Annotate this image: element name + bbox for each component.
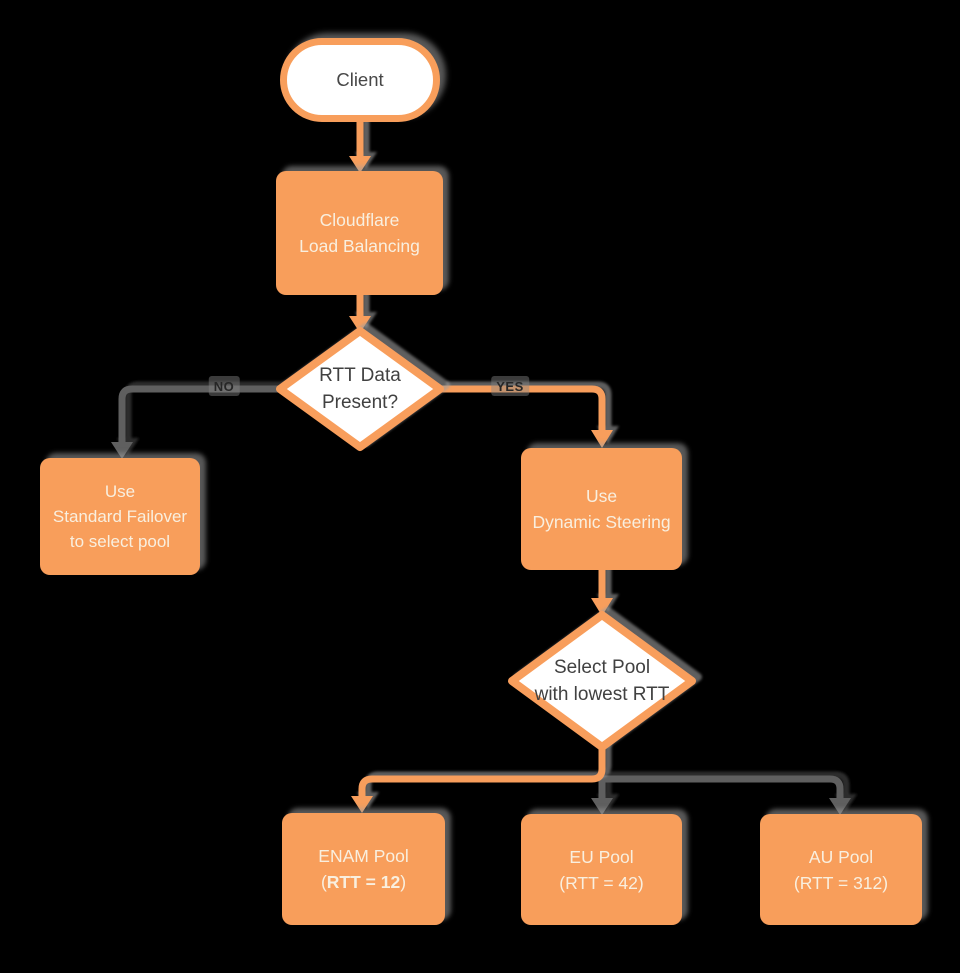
client-label: Client [336,69,384,90]
standard-failover-line3: to select pool [69,532,171,551]
rtt-decision-diamond [276,327,444,451]
arrowhead-eu-pool [591,798,613,815]
enam-rtt-value: RTT = 12 [326,872,401,892]
decision-diamonds [276,327,696,751]
arrowhead-dynamic-steering [591,430,613,448]
select-pool-diamond [508,611,696,751]
enam-pool-rtt: (RTT = 12) [321,869,406,895]
load-balancing-node: Cloudflare Load Balancing [276,171,443,295]
edge-yes-branch [440,385,606,430]
au-pool-name: AU Pool [808,846,874,867]
enam-pool-node: ENAM Pool (RTT = 12) [282,813,445,925]
arrowhead-au-pool [829,798,851,815]
enam-rtt-open: ( [320,872,327,892]
au-pool-rtt: (RTT = 312) [793,872,889,893]
au-pool-node: AU Pool (RTT = 312) [760,814,922,925]
eu-pool-node: EU Pool (RTT = 42) [521,814,682,925]
eu-pool-name: EU Pool [569,846,634,867]
standard-failover-line1: Use [104,482,136,501]
dynamic-steering-line2: Dynamic Steering [532,512,671,532]
edge-eu-au-branch [591,775,851,815]
standard-failover-node: Use Standard Failover to select pool [40,458,200,575]
standard-failover-line2: Standard Failover [52,507,188,526]
arrowhead-lb [349,156,371,173]
client-node: Client [280,38,440,122]
arrowhead-rtt-decision [349,316,371,333]
edge-orange-flow [349,112,613,813]
edge-no-branch [111,385,282,459]
dynamic-steering-node: Use Dynamic Steering [521,448,682,570]
eu-pool-rtt: (RTT = 42) [559,872,644,893]
load-balancing-line1: Cloudflare [319,210,400,230]
edge-label-no: NO [208,376,240,396]
arrowhead-select-pool [591,598,613,616]
enam-rtt-close: ) [400,872,407,892]
dynamic-steering-line1: Use [585,486,618,506]
arrowhead-failover [111,442,133,459]
arrowhead-enam-pool [351,796,373,813]
edge-select-to-enam [358,747,606,796]
edge-label-yes: YES [491,376,529,396]
enam-pool-name: ENAM Pool [318,846,409,866]
load-balancing-line2: Load Balancing [299,236,420,256]
